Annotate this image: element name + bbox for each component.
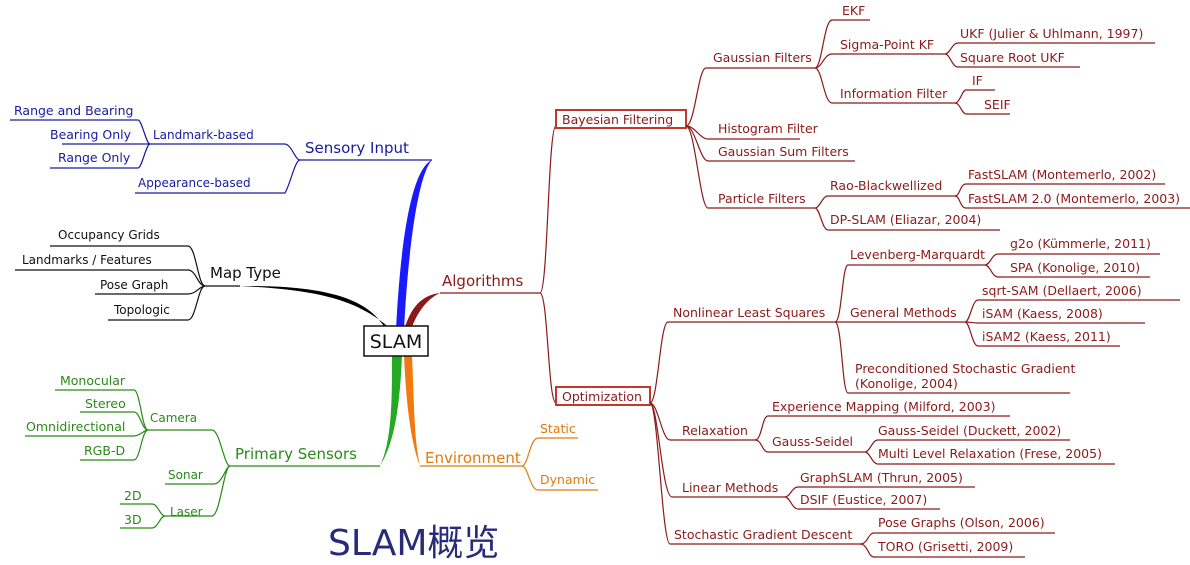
optimization-box [555,386,651,406]
sgd-label: Stochastic Gradient Descent [674,527,852,542]
fastslam2-label: FastSLAM 2.0 (Montemerlo, 2003) [968,191,1180,206]
spa-label: SPA (Konolige, 2010) [1010,260,1140,275]
sonar-label: Sonar [168,468,203,482]
graphslam-label: GraphSLAM (Thrun, 2005) [800,470,963,485]
camera-label: Camera [150,411,197,425]
isam2-label: iSAM2 (Kaess, 2011) [982,329,1111,344]
pose-graph-label: Pose Graph [100,278,168,292]
gauss-seidel-label: Gauss-Seidel [772,434,853,449]
square-root-ukf-label: Square Root UKF [960,50,1065,65]
fastslam-label: FastSLAM (Montemerlo, 2002) [968,167,1156,182]
bearing-only-label: Bearing Only [50,127,132,142]
gaussian-sum-filters-label: Gaussian Sum Filters [718,144,849,159]
omnidirectional-label: Omnidirectional [26,419,125,434]
sqrt-sam-label: sqrt-SAM (Dellaert, 2006) [982,283,1142,298]
static-label: Static [540,421,576,436]
caption: SLAM概览 [328,523,499,564]
levenberg-marquardt-label: Levenberg-Marquardt [850,247,985,262]
dpslam-label: DP-SLAM (Eliazar, 2004) [830,212,981,227]
algorithms-title: Algorithms [442,272,523,290]
center-label: SLAM [370,331,422,353]
bayesian-filtering-title: Bayesian Filtering [562,112,673,127]
environment-title: Environment [425,449,521,467]
laser-2d-label: 2D [124,488,142,503]
relaxation-label: Relaxation [682,423,748,438]
isam-label: iSAM (Kaess, 2008) [982,306,1103,321]
landmark-based-label: Landmark-based [153,128,254,142]
optimization-title: Optimization [562,389,642,404]
laser-3d-label: 3D [124,512,142,527]
sensory-input-title: Sensory Input [305,139,409,157]
linear-methods-label: Linear Methods [682,480,778,495]
branch-environment [404,355,420,466]
laser-label: Laser [170,505,203,519]
branch-algorithms [404,293,440,332]
map-type-title: Map Type [210,264,281,282]
general-methods-label: General Methods [850,305,957,320]
if-label: IF [972,73,983,88]
center-node [363,325,429,357]
multi-level-relaxation-label: Multi Level Relaxation (Frese, 2005) [878,446,1102,461]
g2o-label: g2o (Kümmerle, 2011) [1010,236,1151,251]
particle-filters-label: Particle Filters [718,191,806,206]
gauss-seidel-duckett-label: Gauss-Seidel (Duckett, 2002) [878,423,1061,438]
range-only-label: Range Only [58,150,131,165]
nonlinear-ls-label: Nonlinear Least Squares [673,305,825,320]
experience-mapping-label: Experience Mapping (Milford, 2003) [772,399,995,414]
occupancy-grids-label: Occupancy Grids [58,228,160,242]
dsif-label: DSIF (Eustice, 2007) [800,492,927,507]
toro-label: TORO (Grisetti, 2009) [877,539,1013,554]
ekf-label: EKF [842,3,865,18]
landmarks-features-label: Landmarks / Features [22,253,152,267]
seif-label: SEIF [984,97,1011,112]
information-filter-label: Information Filter [840,86,948,101]
sigma-point-kf-label: Sigma-Point KF [840,37,934,52]
branch-map-type [240,285,394,332]
bayesian-filtering-box [555,109,687,129]
branch-sensory-input [396,160,432,330]
topologic-label: Topologic [113,303,170,317]
rgbd-label: RGB-D [84,443,125,458]
gaussian-filters-label: Gaussian Filters [713,50,812,65]
precond-sgd-label-2: (Konolige, 2004) [855,376,958,391]
monocular-label: Monocular [60,373,126,388]
dynamic-label: Dynamic [540,472,595,487]
primary-sensors-title: Primary Sensors [235,445,357,463]
stereo-label: Stereo [85,396,126,411]
precond-sgd-label-1: Preconditioned Stochastic Gradient [855,361,1075,376]
ukf-label: UKF (Julier & Uhlmann, 1997) [960,26,1143,41]
pose-graphs-label: Pose Graphs (Olson, 2006) [878,515,1045,530]
range-and-bearing-label: Range and Bearing [14,103,133,118]
branch-primary-sensors [380,355,402,466]
appearance-based-label: Appearance-based [138,176,251,190]
rao-blackwellized-label: Rao-Blackwellized [830,178,942,193]
histogram-filter-label: Histogram Filter [718,121,819,136]
